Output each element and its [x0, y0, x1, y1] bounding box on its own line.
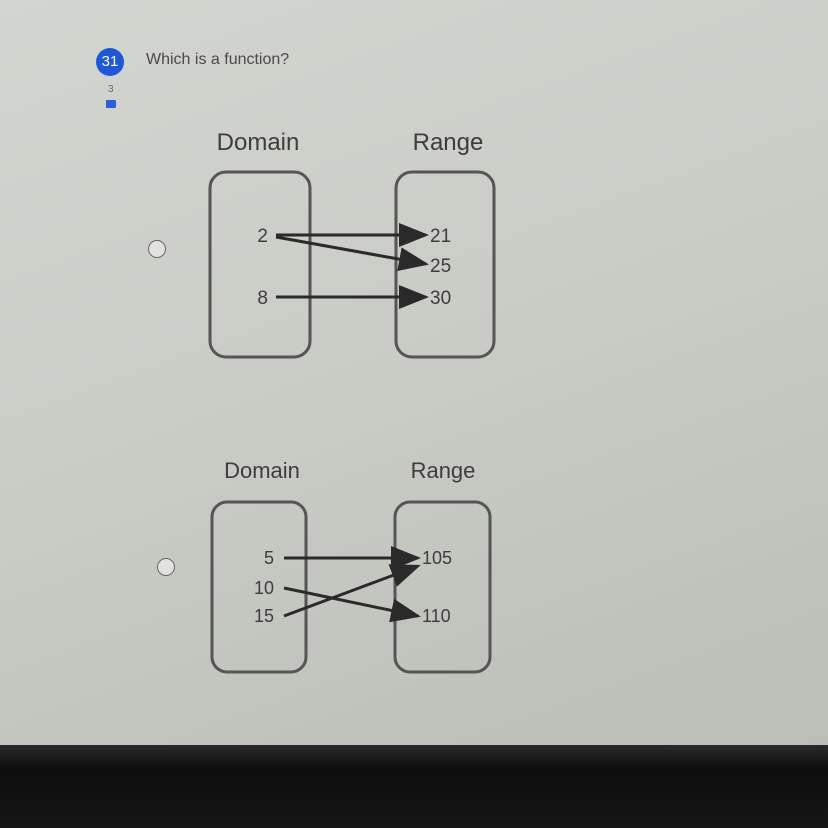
question-text: Which is a function? — [146, 51, 290, 68]
domain-value: 10 — [254, 578, 274, 598]
mapping-arrow — [283, 564, 421, 618]
monitor-bezel — [0, 745, 828, 828]
domain-value: 8 — [257, 288, 268, 309]
question-points: 3 — [108, 84, 114, 95]
domain-value: 2 — [257, 226, 268, 247]
question-number-badge: 31 — [96, 48, 124, 76]
option-1-range-box — [394, 170, 496, 359]
option-2-range-label: Range — [411, 458, 476, 483]
range-value: 30 — [430, 288, 451, 309]
range-value: 25 — [430, 256, 451, 277]
mapping-arrow — [283, 586, 421, 623]
option-1-domain-label: Domain — [217, 129, 300, 156]
option-2-domain-label: Domain — [224, 458, 300, 483]
domain-value: 5 — [264, 548, 274, 568]
flag-icon[interactable] — [106, 100, 116, 108]
option-2-radio[interactable] — [157, 558, 175, 576]
option-1-range-label: Range — [413, 129, 484, 156]
option-1-domain-box — [208, 170, 312, 359]
range-value: 105 — [422, 548, 452, 568]
range-value: 110 — [422, 606, 451, 626]
option-2-domain-box — [210, 500, 308, 674]
mapping-arrow — [275, 235, 429, 272]
domain-value: 15 — [254, 606, 274, 626]
option-2-range-box — [393, 500, 492, 674]
option-1-radio[interactable] — [148, 240, 166, 258]
range-value: 21 — [430, 226, 451, 247]
